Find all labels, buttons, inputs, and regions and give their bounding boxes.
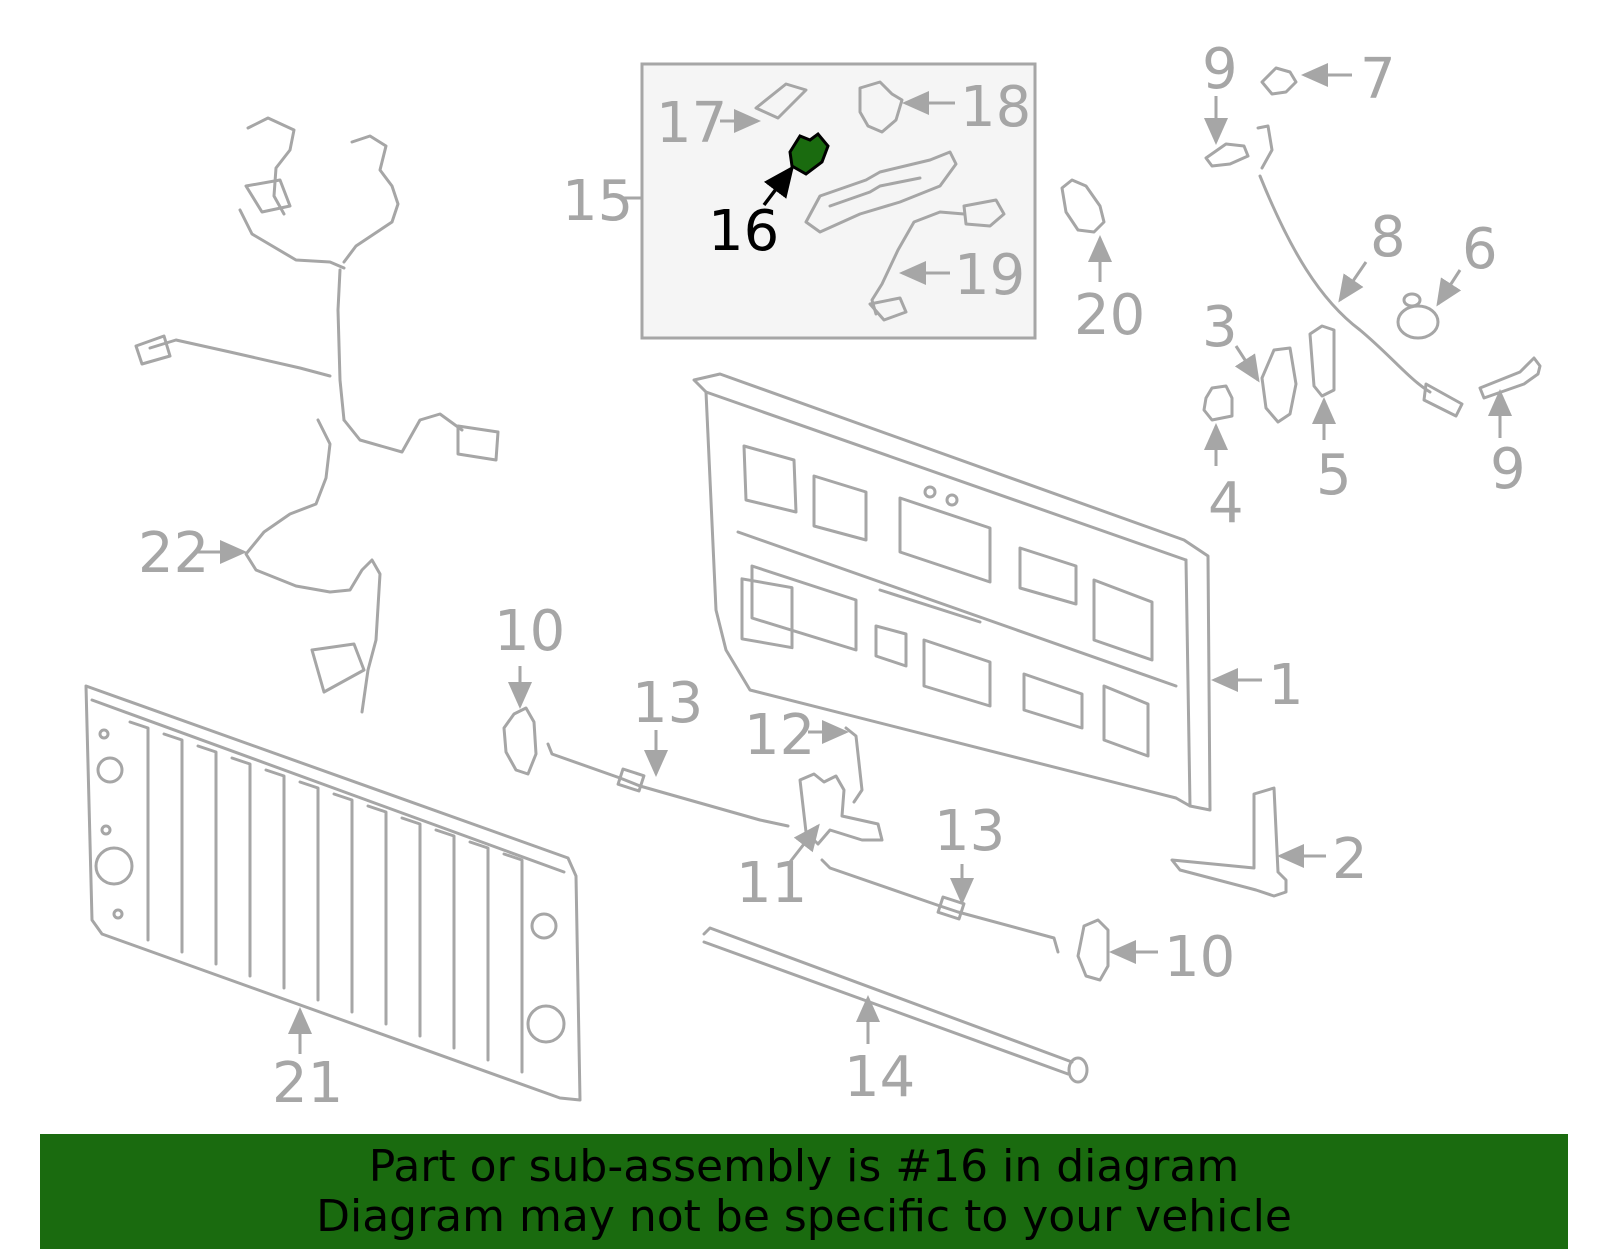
part-13-rod-lower[interactable]: [820, 858, 1060, 954]
callout-12: 12: [744, 703, 815, 768]
part-1-tailgate-panel[interactable]: [692, 372, 1262, 812]
callout-6: 6: [1462, 217, 1498, 282]
callout-5: 5: [1316, 443, 1352, 508]
callout-22: 22: [138, 521, 209, 586]
part-11-bracket[interactable]: [788, 772, 884, 863]
part-8-support-cable[interactable]: [1256, 124, 1464, 418]
callout-19: 19: [954, 243, 1025, 308]
callout-labels: 1 2 3 4 5 6 7 8 9 9 10 10 11 12 13 13 14…: [138, 37, 1526, 1116]
part-9-bolt-top[interactable]: [1204, 96, 1250, 168]
part-3-hinge-cover[interactable]: [1234, 345, 1298, 424]
part-2-hinge-bracket[interactable]: [1170, 786, 1326, 898]
handle-bezel: [804, 150, 958, 234]
callout-10-upper: 10: [494, 599, 565, 664]
part-17-clip[interactable]: [720, 82, 808, 133]
exploded-parts-diagram: 1 2 3 4 5 6 7 8 9 9 10 10 11 12 13 13 14…: [84, 37, 1542, 1116]
part-13-rod-upper[interactable]: [546, 730, 790, 828]
callout-8: 8: [1370, 205, 1406, 270]
callout-20: 20: [1074, 283, 1145, 348]
info-banner: Part or sub-assembly is #16 in diagram D…: [40, 1134, 1568, 1249]
part-18-switch[interactable]: [858, 80, 955, 134]
callout-13-upper: 13: [632, 671, 703, 736]
callout-2: 2: [1332, 827, 1368, 892]
callout-18: 18: [960, 75, 1031, 140]
part-14-support-rod[interactable]: [702, 926, 1089, 1084]
callout-10-lower: 10: [1164, 925, 1235, 990]
callout-21: 21: [272, 1051, 343, 1116]
part-16-shape[interactable]: [788, 131, 830, 176]
callout-9-bottom: 9: [1490, 437, 1526, 502]
callout-16: 16: [708, 199, 779, 264]
banner-line-1: Part or sub-assembly is #16 in diagram: [368, 1141, 1240, 1192]
part-22-wiring-harness[interactable]: [134, 116, 500, 714]
part-9-bolt-bottom[interactable]: [1478, 356, 1542, 438]
part-12-rod[interactable]: [808, 720, 864, 804]
part-20-camera[interactable]: [1060, 178, 1112, 282]
assembly-15-inset: [620, 62, 1037, 340]
part-21-outer-panel[interactable]: [84, 684, 582, 1102]
part-10-latch-upper[interactable]: [502, 666, 538, 776]
part-7-bolt[interactable]: [1260, 63, 1352, 96]
part-6-bushing[interactable]: [1396, 269, 1462, 340]
part-19-harness[interactable]: [868, 198, 1006, 322]
banner-line-2: Diagram may not be specific to your vehi…: [316, 1191, 1292, 1242]
part-10-latch-lower[interactable]: [1076, 918, 1158, 982]
part-5-strap[interactable]: [1308, 324, 1336, 440]
callout-9-top: 9: [1202, 37, 1238, 102]
callout-3: 3: [1202, 295, 1238, 360]
callout-14: 14: [844, 1045, 915, 1110]
callout-4: 4: [1208, 471, 1244, 536]
callout-13-lower: 13: [934, 799, 1005, 864]
callout-17: 17: [656, 91, 727, 156]
part-4-bumper[interactable]: [1202, 384, 1234, 466]
callout-1: 1: [1268, 653, 1304, 718]
part-16-highlighted[interactable]: [762, 131, 830, 207]
callout-7: 7: [1360, 47, 1396, 112]
panel-ribs: [128, 720, 524, 1074]
callout-11: 11: [736, 851, 807, 916]
callout-15: 15: [562, 169, 633, 234]
